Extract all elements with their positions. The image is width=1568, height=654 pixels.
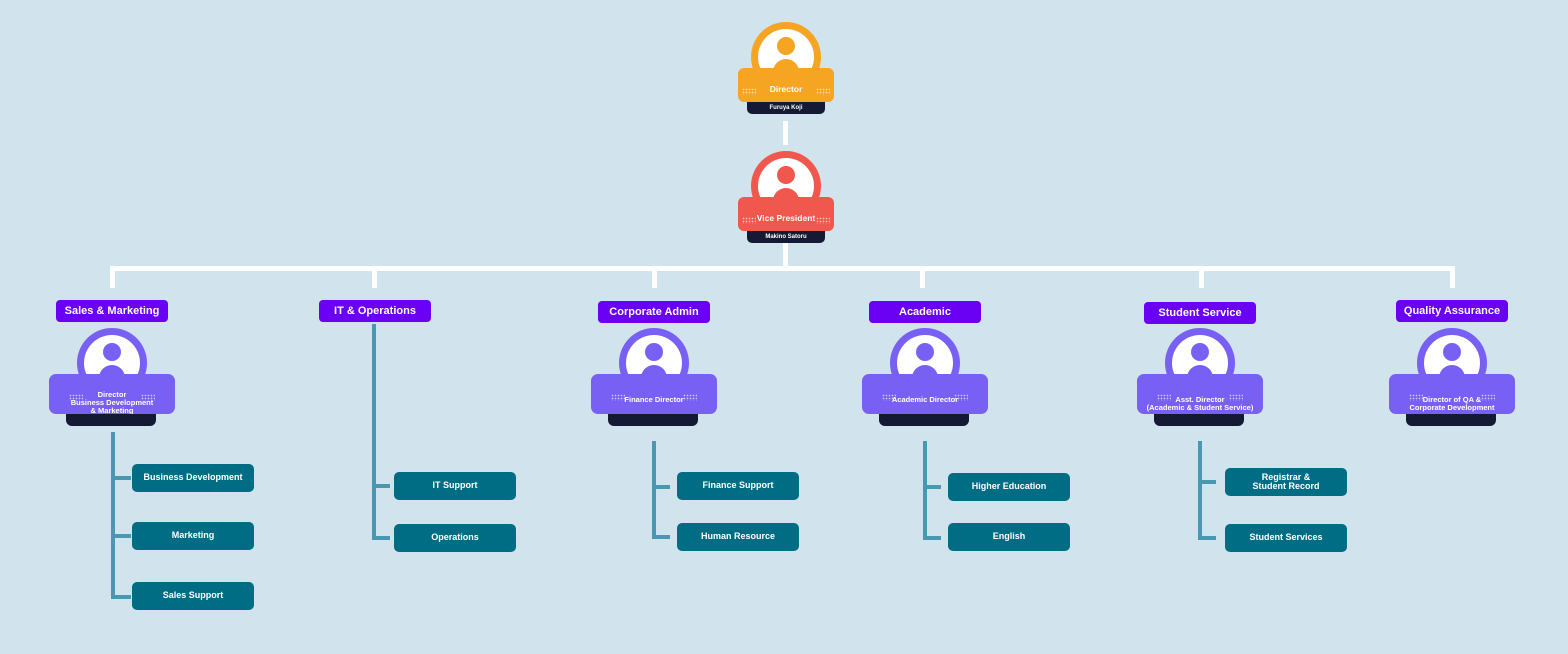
- head-plate-quality-assurance: [1406, 414, 1496, 426]
- connector-sales-marketing-branch: [111, 534, 131, 538]
- unit-it-support[interactable]: IT Support: [394, 472, 516, 500]
- connector-corporate-admin-trunk: [652, 441, 656, 539]
- head-node-corporate-admin[interactable]: Finance Director: [591, 328, 717, 428]
- connector-academic-branch: [923, 485, 941, 489]
- connector-vp-bus: [783, 243, 788, 269]
- director-title: Director: [769, 83, 803, 94]
- connector-sales-marketing-branch: [111, 476, 131, 480]
- head-plate-academic: [879, 414, 969, 426]
- connector-sales-marketing-branch: [111, 595, 131, 599]
- drop-student-service: [1199, 266, 1204, 288]
- vice-president-name: Makino Satoru: [747, 231, 825, 243]
- connector-director-vp: [783, 121, 788, 145]
- head-plate-corporate-admin: [608, 414, 698, 426]
- head-node-quality-assurance[interactable]: Director of QA & Corporate Development: [1389, 328, 1515, 428]
- connector-corporate-admin-branch: [652, 535, 670, 539]
- drop-academic: [920, 266, 925, 288]
- director-name: Furuya Koji: [747, 102, 825, 114]
- unit-sales-support[interactable]: Sales Support: [132, 582, 254, 610]
- connector-student-service-branch: [1198, 536, 1216, 540]
- connector-sales-marketing-trunk: [111, 432, 115, 599]
- department-corporate-admin[interactable]: Corporate Admin: [598, 301, 710, 323]
- connector-corporate-admin-branch: [652, 485, 670, 489]
- unit-higher-education[interactable]: Higher Education: [948, 473, 1070, 501]
- connector-it-operations-branch: [372, 484, 390, 488]
- connector-it-operations-trunk: [372, 324, 376, 540]
- connector-student-service-branch: [1198, 480, 1216, 484]
- director-node[interactable]: Director Furuya Koji: [738, 22, 834, 116]
- head-plate-student-service: [1154, 414, 1244, 426]
- unit-english[interactable]: English: [948, 523, 1070, 551]
- drop-sales-marketing: [110, 266, 115, 288]
- unit-student-services[interactable]: Student Services: [1225, 524, 1347, 552]
- department-academic[interactable]: Academic: [869, 301, 981, 323]
- unit-registrar-student-record[interactable]: Registrar & Student Record: [1225, 468, 1347, 496]
- drop-it-operations: [372, 266, 377, 288]
- connector-it-operations-branch: [372, 536, 390, 540]
- head-title-quality-assurance: Director of QA & Corporate Development: [1409, 395, 1495, 412]
- unit-business-development[interactable]: Business Development: [132, 464, 254, 492]
- department-it-operations[interactable]: IT & Operations: [319, 300, 431, 322]
- connector-academic-branch: [923, 536, 941, 540]
- head-node-academic[interactable]: Academic Director: [862, 328, 988, 428]
- department-quality-assurance[interactable]: Quality Assurance: [1396, 300, 1508, 322]
- head-plate-sales-marketing: [66, 414, 156, 426]
- drop-corporate-admin: [652, 266, 657, 288]
- connector-academic-trunk: [923, 441, 927, 540]
- unit-human-resource[interactable]: Human Resource: [677, 523, 799, 551]
- unit-operations[interactable]: Operations: [394, 524, 516, 552]
- unit-marketing[interactable]: Marketing: [132, 522, 254, 550]
- department-sales-marketing[interactable]: Sales & Marketing: [56, 300, 168, 322]
- vice-president-title: Vice President: [756, 212, 816, 223]
- vice-president-node[interactable]: Vice President Makino Satoru: [738, 151, 834, 245]
- department-bus-line: [110, 266, 1455, 271]
- head-node-student-service[interactable]: Asst. Director (Academic & Student Servi…: [1137, 328, 1263, 428]
- drop-quality-assurance: [1450, 266, 1455, 288]
- head-title-academic: Academic Director: [891, 395, 959, 404]
- connector-student-service-trunk: [1198, 441, 1202, 540]
- head-title-corporate-admin: Finance Director: [624, 395, 684, 404]
- head-title-sales-marketing: Director Business Development & Marketin…: [70, 390, 154, 415]
- unit-finance-support[interactable]: Finance Support: [677, 472, 799, 500]
- head-node-sales-marketing[interactable]: Director Business Development & Marketin…: [49, 328, 175, 428]
- head-title-student-service: Asst. Director (Academic & Student Servi…: [1146, 395, 1254, 412]
- department-student-service[interactable]: Student Service: [1144, 302, 1256, 324]
